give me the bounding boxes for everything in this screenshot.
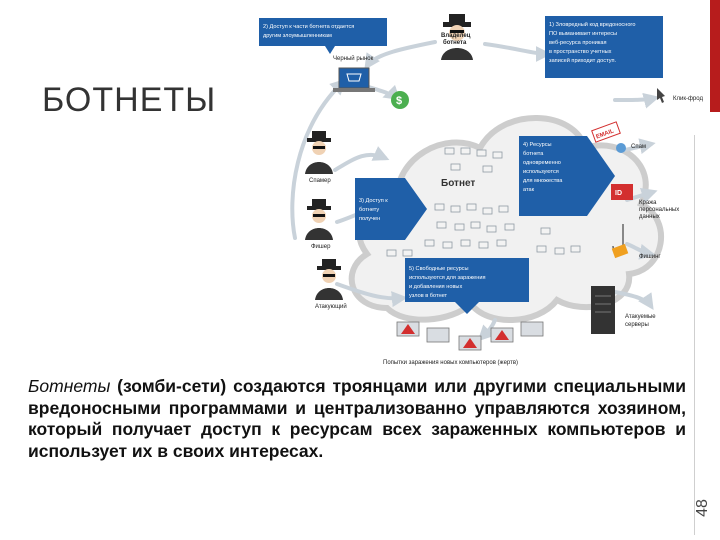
arrow-owner-left <box>364 40 437 70</box>
step-1-line5: записей приходит доступ. <box>549 57 617 64</box>
arrow-victims <box>477 318 497 342</box>
bot-laptops <box>386 147 581 257</box>
owner-label-1: Владелец <box>441 33 471 39</box>
server-icon <box>591 286 615 334</box>
slide-number: 48 <box>694 499 711 517</box>
arrow-clickfraud <box>613 92 660 109</box>
step-panel-5: 5) Свободные ресурсы используются для за… <box>405 258 529 314</box>
arrow-left-loop <box>290 78 347 240</box>
arrow-spam <box>623 138 656 155</box>
step-4-line4: используются <box>523 169 559 175</box>
arrow-phishing <box>625 242 656 260</box>
phisher-label: Фишер <box>311 244 331 250</box>
servers-label-2: серверы <box>625 322 649 328</box>
step-4-line5: для множества <box>523 178 563 184</box>
spam-label: Спам <box>631 144 646 150</box>
step-panel-3: 3) Доступ к ботнету получен <box>355 178 427 240</box>
step-panel-4: 4) Ресурсы ботнета одновременно использу… <box>519 136 615 216</box>
step-2-line2: другим злоумышленникам <box>263 33 332 39</box>
divider-line <box>694 135 695 535</box>
botnet-label: Ботнет <box>441 178 475 189</box>
step-1-line2: ПО выманивает интересы <box>549 31 617 37</box>
step-3-line1: 3) Доступ к <box>359 198 388 204</box>
victim-laptops <box>396 321 544 351</box>
attacker-figure <box>315 259 343 300</box>
click-fraud-label: Клик-фрод <box>673 96 703 102</box>
step-3-line3: получен <box>359 216 380 222</box>
phisher-figure <box>305 199 333 240</box>
slide-title: БОТНЕТЫ <box>42 81 217 119</box>
theft-label-2: персональных <box>639 207 679 213</box>
step-panel-2: 2) Доступ к части ботнета отдается други… <box>259 18 387 54</box>
owner-figure <box>441 14 473 60</box>
spammer-figure <box>305 131 333 174</box>
id-card-icon: ID <box>611 184 633 200</box>
cursor-icon <box>657 88 665 103</box>
step-4-line2: ботнета <box>523 151 544 157</box>
black-market-label: Черный рынок <box>333 55 374 62</box>
step-panel-1: 1) Зловредный код вредоносного ПО вымани… <box>545 16 663 78</box>
servers-label-1: Атакуемые <box>625 314 656 320</box>
black-market-laptop <box>333 67 375 92</box>
step-5-line3: и добавления новых <box>409 284 462 290</box>
spammer-label: Спамер <box>309 178 331 184</box>
theft-label-3: данных <box>639 214 660 220</box>
body-text: (зомби-сети) создаются троянцами или дру… <box>28 376 686 461</box>
step-1-line3: веб-ресурса проникая <box>549 40 607 46</box>
fishhook-icon <box>611 224 629 259</box>
arrow-owner-right <box>483 42 552 62</box>
step-1-line1: 1) Зловредный код вредоносного <box>549 21 635 28</box>
botnet-diagram: 2) Доступ к части ботнета отдается други… <box>259 14 703 366</box>
svg-text:ID: ID <box>615 190 622 197</box>
step-5-line4: узлов в ботнет <box>409 293 448 299</box>
step-3-line2: ботнету <box>359 207 379 213</box>
arrow-spammer <box>333 146 390 172</box>
owner-label-2: ботнета <box>443 39 467 46</box>
victims-caption: Попытки заражения новых компьютеров (жер… <box>383 360 518 366</box>
step-4-line1: 4) Ресурсы <box>523 142 552 148</box>
arrow-servers <box>613 290 654 310</box>
arrow-attacker <box>335 282 408 308</box>
phishing-label: Фишинг <box>639 254 661 260</box>
step-4-line6: атак <box>523 187 535 193</box>
dollar-icon: $ <box>391 91 409 109</box>
step-5-line2: используются для заражения <box>409 275 485 281</box>
arrow-market-dollar <box>363 84 401 101</box>
body-paragraph: Ботнеты (зомби-сети) создаются троянцами… <box>28 376 686 462</box>
attacker-label: Атакующий <box>315 303 347 310</box>
theft-label-1: Кража <box>639 200 657 206</box>
step-4-line3: одновременно <box>523 160 561 166</box>
accent-bar <box>710 0 720 112</box>
step-1-line4: в пространство учетных <box>549 49 612 55</box>
svg-text:$: $ <box>396 95 402 107</box>
step-2-line1: 2) Доступ к части ботнета отдается <box>263 24 354 30</box>
step-5-line1: 5) Свободные ресурсы <box>409 266 469 272</box>
body-lead: Ботнеты <box>28 376 111 396</box>
